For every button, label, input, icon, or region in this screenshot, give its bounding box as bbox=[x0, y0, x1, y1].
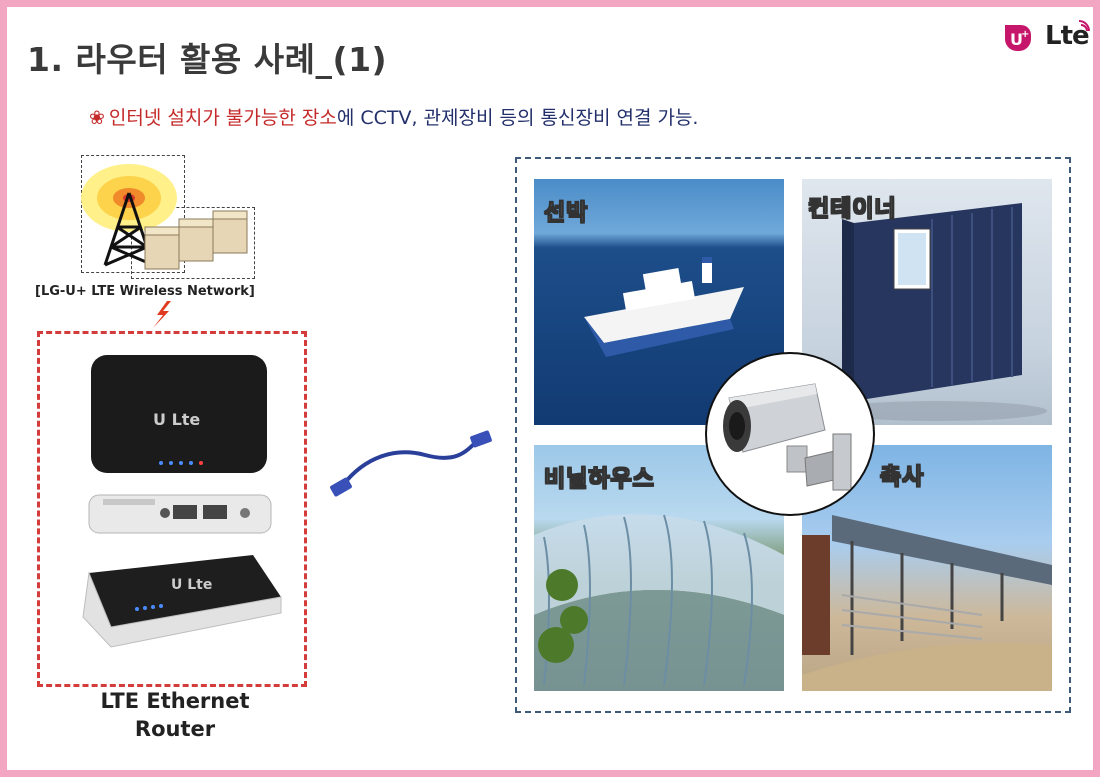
label-container: 컨테이너 bbox=[808, 196, 897, 223]
flower-bullet-icon: ❀ bbox=[89, 107, 105, 129]
barn-icon bbox=[802, 515, 1052, 691]
svg-text:U Lte: U Lte bbox=[171, 577, 212, 593]
network-label: [LG-U+ LTE Wireless Network] bbox=[35, 284, 255, 299]
ship-icon bbox=[584, 257, 744, 357]
router-box bbox=[37, 331, 307, 687]
svg-text:U: U bbox=[1010, 30, 1023, 49]
greenhouse-icon bbox=[534, 514, 784, 691]
subtitle: ❀인터넷 설치가 불가능한 장소에 CCTV, 관제장비 등의 통신장비 연결 … bbox=[89, 103, 698, 130]
label-barn: 축사 bbox=[879, 464, 925, 491]
subtitle-text: 에 CCTV, 관제장비 등의 통신장비 연결 가능. bbox=[336, 107, 699, 129]
tower-box bbox=[81, 155, 185, 273]
router-label: LTE Ethernet Router bbox=[67, 687, 283, 743]
ethernet-cable-icon bbox=[330, 430, 492, 497]
label-ship: 선박 bbox=[543, 200, 589, 227]
buildings-box bbox=[131, 207, 255, 279]
slide: 1. 라우터 활용 사례_(1) U + Lte ❀인터넷 설치가 불가능한 장… bbox=[7, 7, 1093, 770]
svg-text:+: + bbox=[1021, 29, 1029, 40]
lte-tower-icon bbox=[81, 164, 248, 328]
uplus-logo-icon: U + bbox=[1005, 20, 1090, 51]
cctv-camera-circle bbox=[705, 352, 875, 516]
container-icon bbox=[827, 203, 1047, 421]
router-label-line1: LTE Ethernet bbox=[100, 689, 250, 713]
label-greenhouse: 비닐하우스 bbox=[544, 466, 655, 493]
logo-text: Lte bbox=[1045, 21, 1090, 51]
subtitle-highlight: 인터넷 설치가 불가능한 장소 bbox=[108, 107, 337, 129]
router-device-icon: U Lte U Lte bbox=[82, 355, 282, 648]
router-label-line2: Router bbox=[134, 717, 216, 741]
photo-frame bbox=[515, 157, 1071, 713]
photo-ship: 선박 bbox=[534, 179, 784, 425]
lg-uplus-lte-logo: U + Lte bbox=[1001, 15, 1093, 59]
page-title: 1. 라우터 활용 사례_(1) bbox=[27, 40, 388, 79]
cctv-camera-icon bbox=[723, 383, 852, 491]
photo-greenhouse: 비닐하우스 bbox=[534, 445, 784, 691]
svg-text:U Lte: U Lte bbox=[153, 410, 200, 429]
